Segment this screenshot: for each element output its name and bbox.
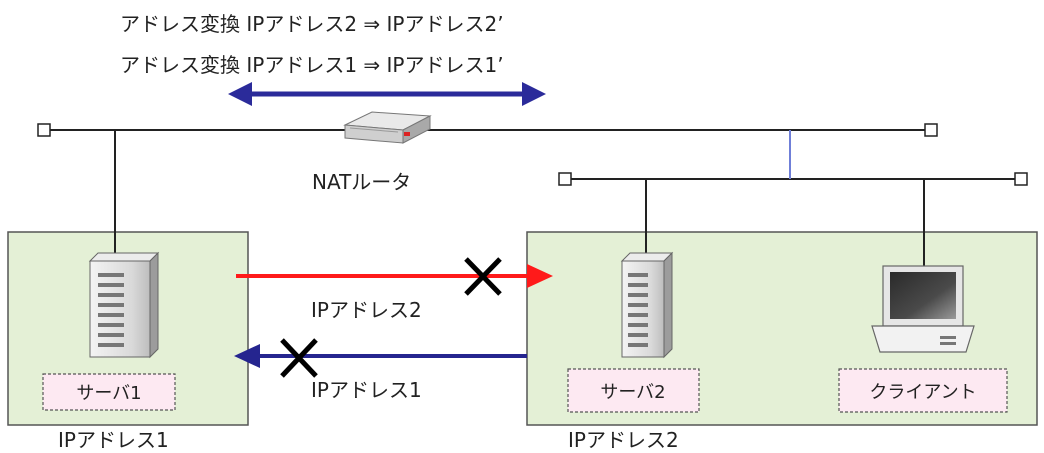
blocked-x-mark-icon [464, 257, 502, 296]
right-network-label: IPアドレス2 [568, 428, 679, 452]
client-label: クライアント [869, 382, 976, 403]
upper-network-bus [37, 123, 938, 137]
server1-icon [88, 251, 160, 359]
upper-bus-right-terminal [924, 123, 938, 137]
server1-label: サーバ1 [76, 383, 141, 404]
flow-to-right-label: IPアドレス2 [311, 298, 422, 322]
laptop-icon [871, 265, 975, 353]
nat-rule-line-2: アドレス変換 IPアドレス1 ⇒ IPアドレス1’ [120, 53, 504, 77]
nat-translation-arrow [228, 82, 546, 106]
server2-icon [620, 251, 674, 359]
flow-arrow-to-left [234, 344, 527, 368]
server2-label: サーバ2 [600, 382, 665, 403]
left-network-label: IPアドレス1 [58, 428, 169, 452]
router-label: NATルータ [312, 170, 411, 194]
flow-arrow-to-right [236, 264, 553, 288]
server2-label-box: サーバ2 [567, 368, 700, 413]
client-label-box: クライアント [838, 368, 1008, 413]
nat-rule-line-1: アドレス変換 IPアドレス2 ⇒ IPアドレス2’ [120, 12, 504, 36]
upper-bus-left-terminal [37, 123, 51, 137]
lower-bus-left-terminal [558, 172, 572, 186]
flow-to-left-label: IPアドレス1 [311, 378, 422, 402]
blocked-x-mark-icon [280, 338, 318, 378]
lower-bus-right-terminal [1014, 172, 1028, 186]
lower-network-bus [558, 172, 1028, 186]
server1-label-box: サーバ1 [42, 373, 176, 411]
router-icon [343, 111, 432, 144]
